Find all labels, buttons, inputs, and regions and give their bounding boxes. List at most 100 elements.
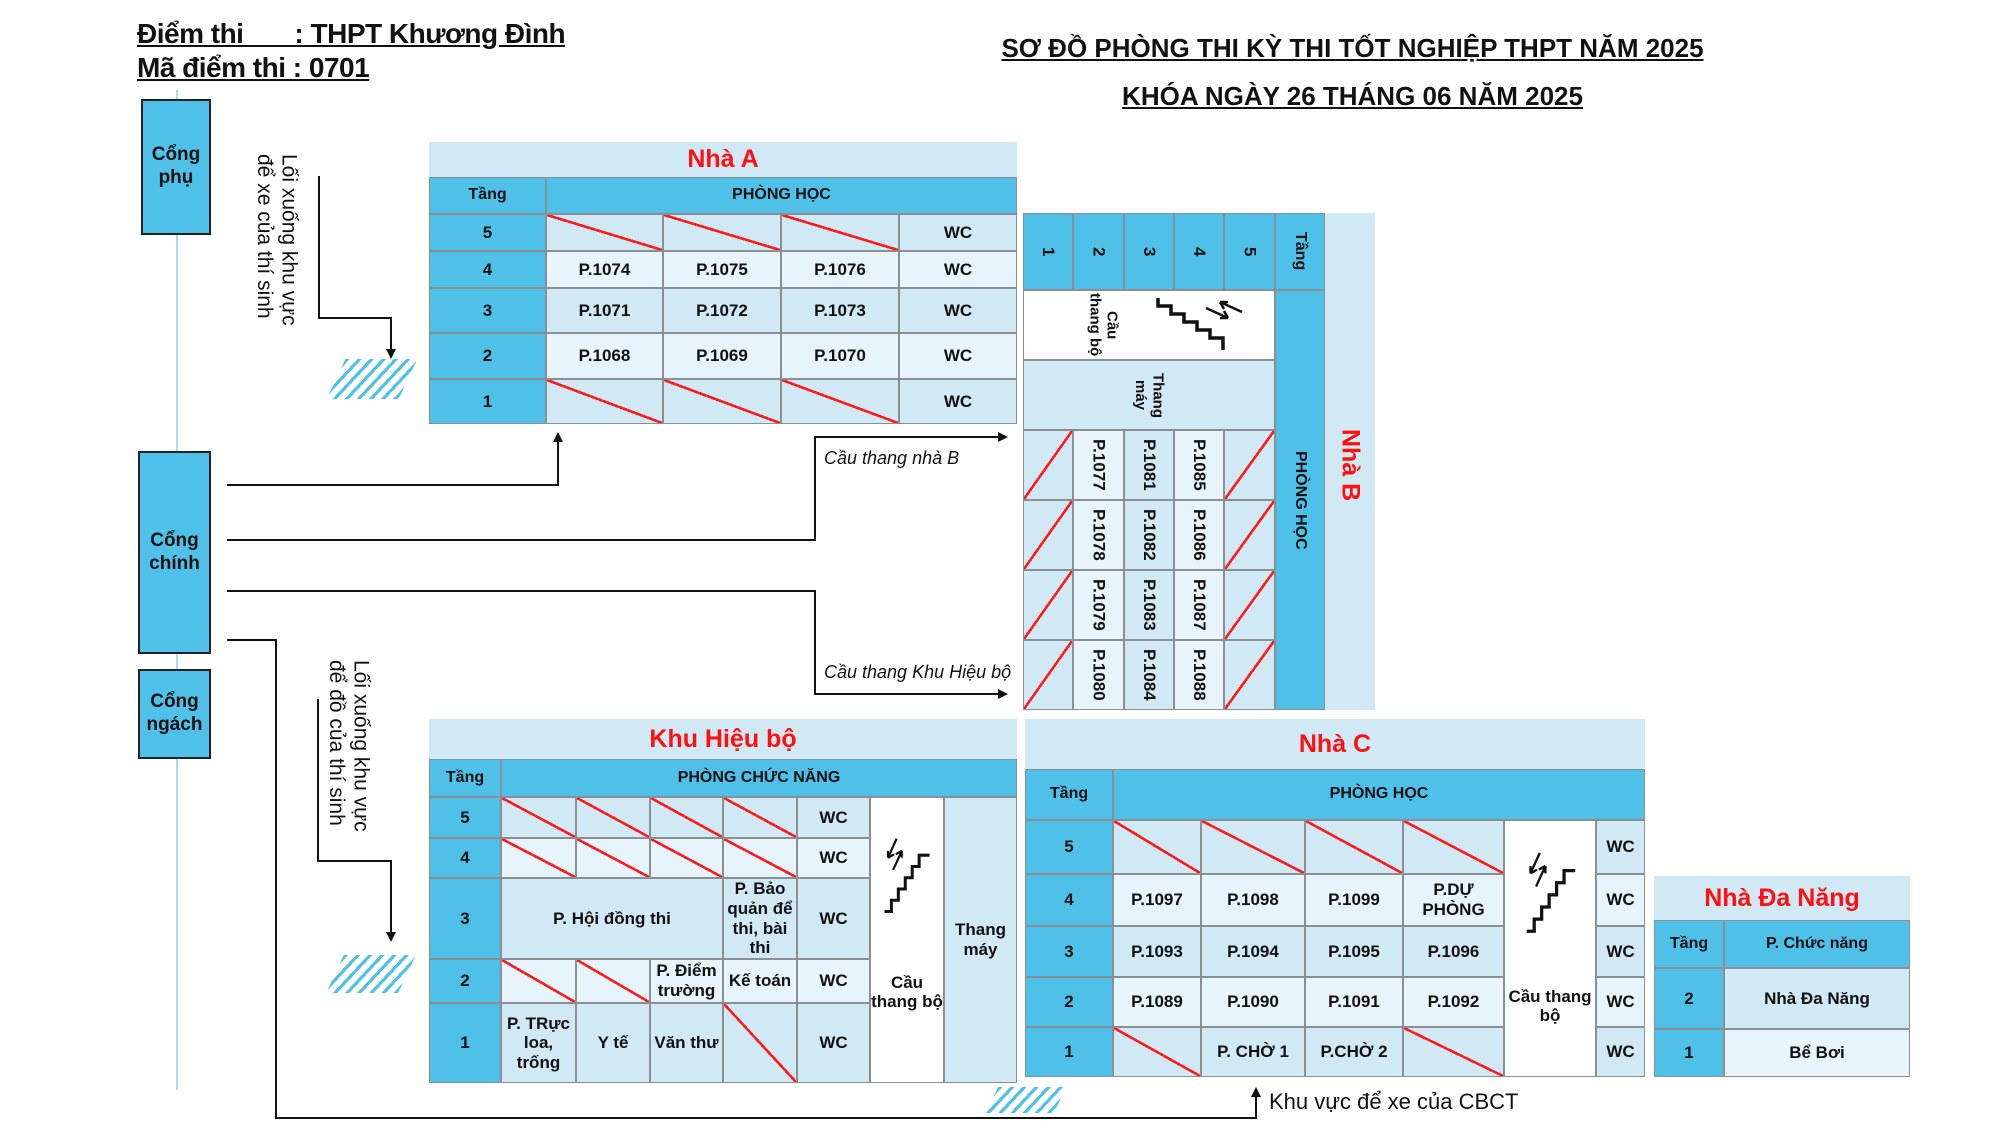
floor-number-label: 1 [460,1033,470,1053]
room-cell-label: P.1091 [1328,992,1380,1012]
floor-header-label: Tầng [468,186,507,204]
room-cell: P.1091 [1305,977,1403,1027]
unused-cell [781,214,899,251]
room-cell: P.1089 [1113,977,1201,1027]
room-cell-label: P.1083 [1139,579,1159,631]
floor-number: 2 [1025,977,1113,1027]
stairs-icon [1526,852,1576,933]
stairs-cell-label: Cầu thang bộ [871,972,943,1012]
floor-header: Tầng [429,177,546,214]
function-cell-label: Nhà Đa Năng [1764,988,1870,1008]
room-cell-label: P.1078 [1089,509,1109,561]
room-cell: P.1074 [546,251,663,288]
exam-site-label: Điểm thi : THPT Khương Đình [137,18,566,49]
unused-cell [781,379,899,424]
floor-number: 4 [1174,213,1224,290]
floor-number-label: 1 [1038,246,1058,257]
room-cell: P.1069 [663,333,781,379]
room-cell: P.1073 [781,288,899,333]
stairs-cell: Cầu thang bộ [1023,290,1275,360]
floor-number-label: 2 [460,971,470,991]
room-cell-label: P.1077 [1089,439,1109,491]
floor-number: 4 [429,838,501,878]
floor-number: 4 [429,251,546,288]
floor-number-label: 2 [1684,988,1694,1008]
wc-cell-label: WC [1606,941,1635,961]
rooms-header-label: PHÒNG HỌC [1292,450,1310,550]
nha-c-title: Nhà C [1025,719,1645,769]
elevator-cell: Thang máy [1023,360,1275,430]
wc-cell: WC [797,959,870,1003]
wc-cell: WC [1596,1027,1645,1077]
room-cell: P.1086 [1174,500,1224,570]
floor-header-label: Tầng [1669,934,1709,952]
route-to-staff-parking [227,639,1261,1119]
room-cell: P.1071 [546,288,663,333]
room-cell: P.1098 [1201,874,1305,926]
wc-cell-label: WC [819,848,848,868]
wc-cell-label: WC [819,908,848,928]
room-cell-label: P.1092 [1427,992,1480,1012]
floor-number-label: 2 [482,346,493,366]
wc-cell: WC [899,251,1017,288]
unused-cell [546,214,663,251]
nha-b-title: Nhà B [1325,405,1375,525]
floor-number-label: 5 [460,807,470,827]
wc-cell: WC [899,379,1017,424]
unused-cell [650,838,723,878]
room-cell-label: P. Điểm trường [656,961,717,1000]
room-cell-label: P.1097 [1131,890,1183,910]
room-cell-label: P.1086 [1189,509,1209,561]
stairs-icon [884,838,930,914]
wc-cell: WC [797,838,870,878]
floor-number: 2 [1073,213,1124,290]
room-cell: P. CHỜ 1 [1201,1027,1305,1077]
room-cell: P.1070 [781,333,899,379]
unused-cell [501,959,576,1003]
floor-number: 1 [1025,1027,1113,1077]
nha-a-title: Nhà A [429,142,1017,177]
floor-number: 5 [429,797,501,838]
unused-cell [576,959,650,1003]
wc-cell: WC [1596,820,1645,874]
route-student-parking-2 [317,699,396,942]
floor-number-label: 1 [482,391,493,411]
room-cell: Kế toán [723,959,797,1003]
parking-area-hatch [985,1087,1067,1113]
floor-number-label: 4 [1064,890,1074,910]
room-cell-label: P.1087 [1189,579,1209,631]
room-cell-label: P.CHỜ 2 [1320,1042,1388,1062]
room-cell: P.1093 [1113,926,1201,977]
rooms-header-label: PHÒNG CHỨC NĂNG [677,768,841,786]
room-cell: P.1076 [781,251,899,288]
room-cell: P.1079 [1073,570,1124,640]
wc-cell-label: WC [943,259,973,279]
unused-cell [1224,500,1275,570]
unused-cell [1403,1027,1504,1077]
rooms-header-label: PHÒNG HỌC [1329,785,1429,803]
nha-da-nang-title: Nhà Đa Năng [1654,876,1910,920]
unused-cell [1113,1027,1201,1077]
wc-cell-label: WC [819,1033,848,1053]
wc-cell-label: WC [819,971,848,991]
floor-number-label: 5 [1064,837,1074,857]
floor-number-label: 5 [1240,246,1260,257]
floor-number-label: 3 [460,908,470,928]
unused-cell [1023,430,1073,500]
exam-code-label: Mã điểm thi : 0701 [137,52,370,83]
unused-cell [576,838,650,878]
room-cell-label: P.1076 [814,259,866,279]
wc-cell: WC [1596,926,1645,977]
room-cell-label: P.1098 [1227,890,1279,910]
unused-cell [501,797,576,838]
nha-c-title-label: Nhà C [1298,729,1372,758]
floor-header: Tầng [1275,213,1325,290]
room-cell: P. Bảo quản để thi, bài thi [723,878,797,959]
unused-cell [723,797,797,838]
unused-cell [501,838,576,878]
room-cell-label: P.1096 [1427,941,1480,961]
khu-hieu-bo-title-label: Khu Hiệu bộ [649,724,797,753]
stairs-b-note: Cầu thang nhà B [824,448,960,468]
page-subtitle: KHÓA NGÀY 26 THÁNG 06 NĂM 2025 [1122,81,1583,111]
floor-number: 5 [1025,820,1113,874]
